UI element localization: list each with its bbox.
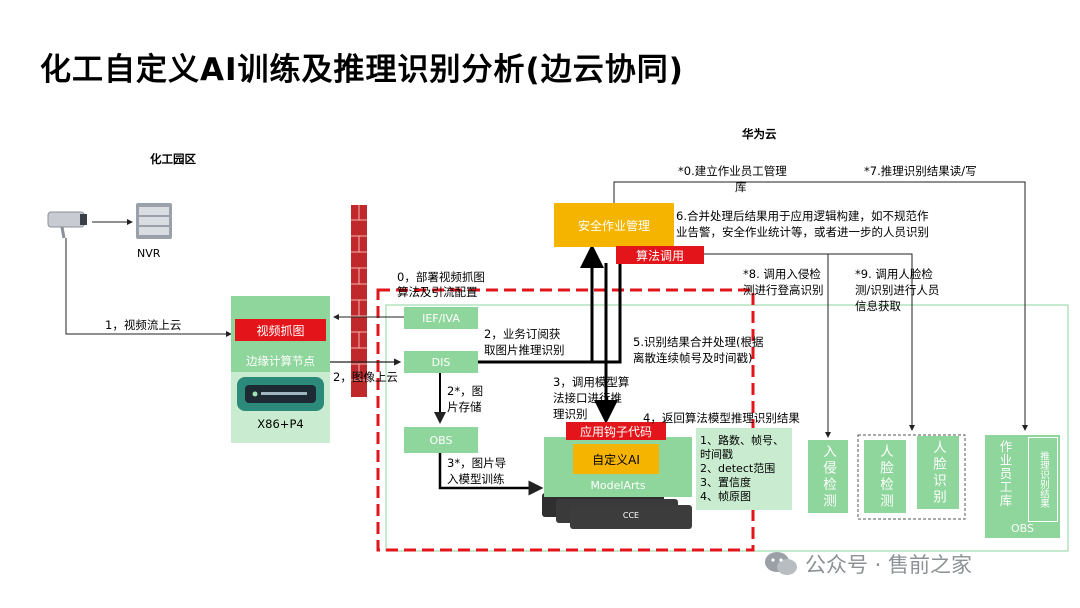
step-2b-label-b: 取图片推理识别 (484, 343, 565, 357)
watermark-text: 公众号 · 售前之家 (805, 553, 973, 577)
park-label: 化工园区 (150, 152, 196, 166)
worker-db-label: 作业员工库 (997, 440, 1013, 508)
step-4-label: 4，返回算法模型推理识别结果 (643, 411, 800, 425)
result-item-3: 3、置信度 (700, 476, 751, 489)
infer-result-label: 推理识别结果 (1038, 451, 1049, 508)
algo-call-box[interactable]: 算法调用 (616, 246, 704, 264)
step-0s-label-b: 库 (735, 180, 747, 194)
result-panel (696, 428, 792, 510)
page-title: 化工自定义AI训练及推理识别分析(边云协同) (40, 52, 684, 88)
step-6-label-b: 业告警，安全作业统计等，或者进一步的人员识别 (676, 225, 929, 239)
step-3-label-c: 理识别 (553, 407, 588, 421)
step-2-label: 2，图像上云 (333, 370, 398, 384)
intrusion-detect-box[interactable]: 入侵检测 (808, 440, 848, 513)
face-group-frame (857, 434, 966, 520)
worker-db-area: 作业员工库 (990, 440, 1020, 522)
step-9-label-a: *9. 调用人脸检 (855, 267, 933, 281)
x86-device (237, 377, 324, 411)
nvr-label: NVR (137, 247, 161, 260)
cce-label: CCE (622, 511, 640, 520)
step-8-label-b: 测进行登高识别 (743, 283, 824, 297)
dis-box[interactable]: DIS (404, 351, 478, 373)
result-item-2: 2、detect范围 (700, 462, 776, 475)
cloud-label: 华为云 (742, 127, 777, 141)
step-2s-label-b: 片存储 (447, 400, 482, 414)
edge-node-label: 边缘计算节点 (246, 354, 315, 368)
intrusion-detect-label: 入侵检测 (820, 443, 836, 510)
cloud-region (385, 304, 1069, 552)
watermark: 公众号 · 售前之家 (763, 549, 972, 579)
safety-management-box[interactable]: 安全作业管理 (554, 203, 674, 247)
app-hook-box[interactable]: 应用钩子代码 (566, 422, 666, 440)
step-5-label-a: 5.识别结果合并处理(根据 (633, 335, 764, 349)
face-detect-box[interactable]: 人脸检测 (864, 440, 906, 513)
ief-iva-box[interactable]: IEF/IVA (404, 307, 478, 329)
video-capture-box[interactable]: 视频抓图 (235, 319, 326, 341)
step-5-label-b: 离散连续帧号及时间戳) (633, 351, 753, 365)
face-recog-label: 人脸识别 (930, 439, 946, 506)
step-2s-label-a: 2*，图 (447, 384, 484, 398)
cce-stack (542, 493, 692, 529)
step-9-label-c: 信息获取 (855, 299, 901, 313)
obs-right-box[interactable] (985, 435, 1060, 538)
camera-icon (47, 211, 87, 239)
infer-result-area: 推理识别结果 (1028, 437, 1058, 522)
step-0-label-a: 0，部署视频抓图 (397, 270, 485, 284)
face-detect-label: 人脸检测 (877, 443, 893, 510)
x86-label: X86+P4 (257, 417, 304, 431)
step-3s-label-a: 3*，图片导 (447, 456, 507, 470)
step-3-label-b: 法接口进行推 (553, 391, 622, 405)
modelarts-label: ModelArts (590, 479, 646, 492)
step-2b-label-a: 2，业务订阅获 (484, 327, 561, 341)
face-recog-box[interactable]: 人脸识别 (917, 436, 959, 509)
wechat-icon (765, 552, 797, 575)
step-1-label: 1，视频流上云 (105, 318, 182, 332)
custom-ai-box[interactable]: 自定义AI (573, 444, 659, 474)
step-3-label-a: 3，调用模型算 (553, 375, 630, 389)
step-0-label-b: 算法及引流配置 (397, 285, 478, 299)
result-item-4: 4、帧原图 (700, 490, 751, 503)
result-item-1a: 1、路数、帧号、 (700, 434, 784, 447)
step-7-label: *7.推理识别结果读/写 (864, 164, 977, 178)
step-6-label-a: 6.合并处理后结果用于应用逻辑构建，如不规范作 (676, 209, 929, 223)
step-9-label-b: 测/识别进行人员 (855, 283, 940, 297)
obs-right-label: OBS (1011, 522, 1034, 535)
step-8-label-a: *8. 调用入侵检 (743, 267, 821, 281)
firewall-icon (351, 205, 367, 397)
step-3s-label-b: 入模型训练 (447, 472, 505, 486)
red-dashed-region (376, 288, 755, 552)
result-item-1b: 时间戳 (700, 448, 733, 461)
step-0s-label-a: *0.建立作业员工管理 (678, 164, 787, 178)
obs-box[interactable]: OBS (404, 427, 478, 453)
nvr-server-icon (136, 203, 172, 239)
